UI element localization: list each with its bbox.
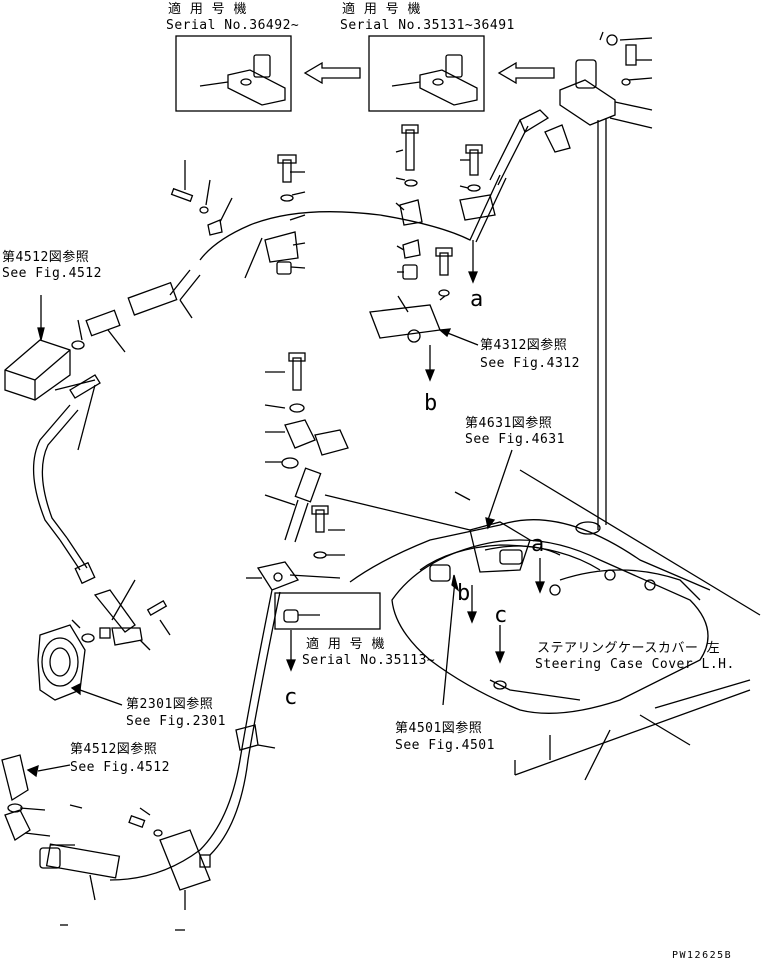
leader-lines [77, 149, 470, 353]
serial-box-2-heading: 適 用 号 機 [342, 2, 421, 17]
lower-hose-line [1, 589, 281, 910]
ref-4512-lower-en: See Fig.4512 [70, 760, 170, 775]
serial-box-3-heading: 適 用 号 機 [306, 637, 385, 652]
upper-hose-line [85, 119, 529, 337]
ref-4501-en: See Fig.4501 [395, 738, 495, 753]
top-right-fitting-assembly [519, 31, 653, 535]
lower-left-fittings [37, 579, 171, 706]
ref-4512-upper-jp: 第4512図参照 [2, 250, 90, 265]
serial-box-1-serial: Serial No.36492~ [166, 18, 300, 33]
connection-letter-a: a [470, 287, 484, 312]
serial-box-3 [274, 592, 381, 630]
ref-4631-en: See Fig.4631 [465, 432, 565, 447]
serial-box-1-heading: 適 用 号 機 [168, 2, 247, 17]
misc-leaders [50, 804, 185, 931]
ref-4312-jp: 第4312図参照 [480, 338, 568, 353]
ref-4631-jp: 第4631図参照 [465, 416, 553, 431]
bracket-part-sketch [199, 54, 478, 106]
upper-hardware [170, 124, 496, 382]
serial-box-1 [175, 35, 292, 112]
drawing-code: PW12625B [672, 950, 733, 961]
ref-4312-en: See Fig.4312 [480, 356, 580, 371]
serial-box-2-serial: Serial No.35131~36491 [340, 18, 515, 33]
left-valve-block [4, 295, 85, 401]
left-hose-line [32, 374, 101, 585]
cover-letter-a: a [531, 532, 545, 557]
serial-box-3-part [283, 609, 320, 672]
steering-case-cover [324, 469, 761, 781]
flow-arrow [303, 61, 555, 85]
cover-letter-c: c [494, 603, 508, 628]
connection-letter-c: c [284, 685, 298, 710]
serial-box-3-serial: Serial No.35113~ [302, 653, 436, 668]
cover-arrows [442, 449, 545, 706]
cover-letter-b: b [457, 581, 471, 606]
ref-2301-en: See Fig.2301 [126, 714, 226, 729]
cover-label-jp: ステアリングケースカバー 左 [537, 641, 721, 656]
middle-fittings [246, 352, 349, 591]
ref-4501-jp: 第4501図参照 [395, 721, 483, 736]
connection-letter-b: b [424, 391, 438, 416]
ref-4512-upper-en: See Fig.4512 [2, 266, 102, 281]
cover-label-en: Steering Case Cover L.H. [535, 657, 735, 672]
serial-box-2 [368, 35, 485, 112]
ref-2301-jp: 第2301図参照 [126, 697, 214, 712]
ref-4512-lower-jp: 第4512図参照 [70, 742, 158, 757]
